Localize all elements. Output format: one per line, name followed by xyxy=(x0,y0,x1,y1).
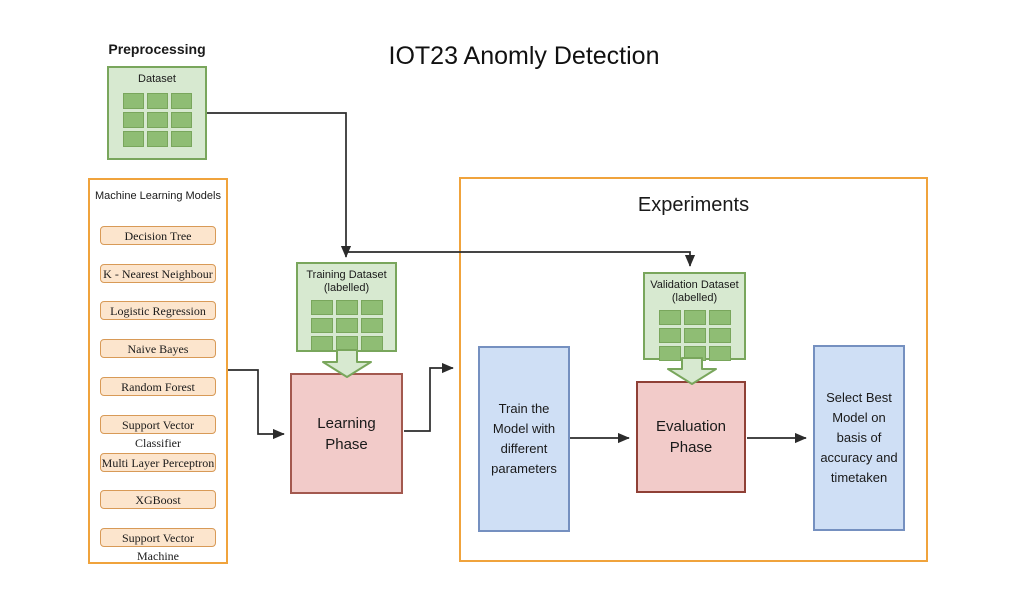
grid-cell-icon xyxy=(683,328,706,343)
training-dataset-line: (labelled) xyxy=(323,282,370,294)
select-best-line: accuracy and xyxy=(820,450,898,465)
ml-model-item: Random Forest xyxy=(100,377,216,396)
evaluation-phase-line: Evaluation xyxy=(655,418,727,435)
grid-cell-icon xyxy=(122,112,144,128)
training-dataset-label: Training Dataset (labelled) xyxy=(306,269,386,295)
preprocessing-label: Preprocessing xyxy=(108,41,206,57)
train-model-line: Train the xyxy=(498,401,550,416)
grid-cell-icon xyxy=(708,346,731,361)
data-grid-icon xyxy=(310,300,383,351)
grid-cell-icon xyxy=(658,310,681,325)
ml-model-item: Support Vector Machine xyxy=(100,528,216,563)
validation-dataset-box: Validation Dataset (labelled) xyxy=(643,272,746,361)
select-best-line: timetaken xyxy=(830,470,888,485)
validation-dataset-label: Validation Dataset (labelled) xyxy=(650,279,738,305)
ml-model-item: Support Vector Classifier xyxy=(100,415,216,450)
grid-cell-icon xyxy=(122,93,144,109)
train-model-line: Model with xyxy=(492,421,556,436)
grid-cell-icon xyxy=(170,112,192,128)
grid-cell-icon xyxy=(683,310,706,325)
grid-cell-icon xyxy=(683,346,706,361)
grid-cell-icon xyxy=(360,336,383,351)
ml-model-item: Multi Layer Perceptron xyxy=(100,453,216,472)
learning-phase-line: Learning xyxy=(317,414,376,432)
grid-cell-icon xyxy=(335,336,358,351)
ml-models-title: Machine Learning Models xyxy=(95,190,221,202)
learning-phase-box: Learning Phase xyxy=(290,373,403,494)
connector-models-to-learning xyxy=(228,369,285,440)
grid-cell-icon xyxy=(170,93,192,109)
ml-model-item: Naive Bayes xyxy=(100,339,216,358)
connector-learning-to-experiments xyxy=(404,362,454,432)
grid-cell-icon xyxy=(310,300,333,315)
grid-cell-icon xyxy=(658,346,681,361)
learning-phase-line: Phase xyxy=(325,435,368,453)
grid-cell-icon xyxy=(360,300,383,315)
select-best-line: basis of xyxy=(836,430,882,445)
experiments-panel: Experiments xyxy=(459,177,928,562)
grid-cell-icon xyxy=(708,310,731,325)
grid-cell-icon xyxy=(122,131,144,147)
dataset-box: Dataset xyxy=(107,66,207,160)
select-best-line: Model on xyxy=(832,410,886,425)
select-best-line: Select Best xyxy=(826,390,892,405)
grid-cell-icon xyxy=(658,328,681,343)
ml-model-item: XGBoost xyxy=(100,490,216,509)
grid-cell-icon xyxy=(310,318,333,333)
train-model-line: parameters xyxy=(491,461,557,476)
grid-cell-icon xyxy=(360,318,383,333)
evaluation-phase-box: Evaluation Phase xyxy=(636,381,746,493)
validation-dataset-line: Validation Dataset xyxy=(650,279,739,291)
grid-cell-icon xyxy=(335,300,358,315)
grid-cell-icon xyxy=(335,318,358,333)
experiments-title: Experiments xyxy=(637,194,750,216)
data-grid-icon xyxy=(122,93,192,147)
grid-cell-icon xyxy=(170,131,192,147)
validation-dataset-line: (labelled) xyxy=(671,292,718,304)
grid-cell-icon xyxy=(146,131,168,147)
grid-cell-icon xyxy=(146,93,168,109)
select-best-model-box: Select Best Model on basis of accuracy a… xyxy=(813,345,905,531)
training-dataset-box: Training Dataset (labelled) xyxy=(296,262,397,352)
grid-cell-icon xyxy=(708,328,731,343)
training-dataset-line: Training Dataset xyxy=(306,269,387,281)
grid-cell-icon xyxy=(310,336,333,351)
dataset-label: Dataset xyxy=(138,73,176,85)
train-model-box: Train the Model with different parameter… xyxy=(478,346,570,532)
diagram-title: IOT23 Anomly Detection xyxy=(388,42,660,70)
train-model-line: different xyxy=(500,441,548,456)
ml-model-item: K - Nearest Neighbour xyxy=(100,264,216,283)
ml-model-item: Logistic Regression xyxy=(100,301,216,320)
evaluation-phase-line: Phase xyxy=(669,439,713,456)
data-grid-icon xyxy=(658,310,731,361)
ml-models-panel: Machine Learning Models Decision Tree K … xyxy=(88,178,228,564)
grid-cell-icon xyxy=(146,112,168,128)
ml-model-item: Decision Tree xyxy=(100,226,216,245)
